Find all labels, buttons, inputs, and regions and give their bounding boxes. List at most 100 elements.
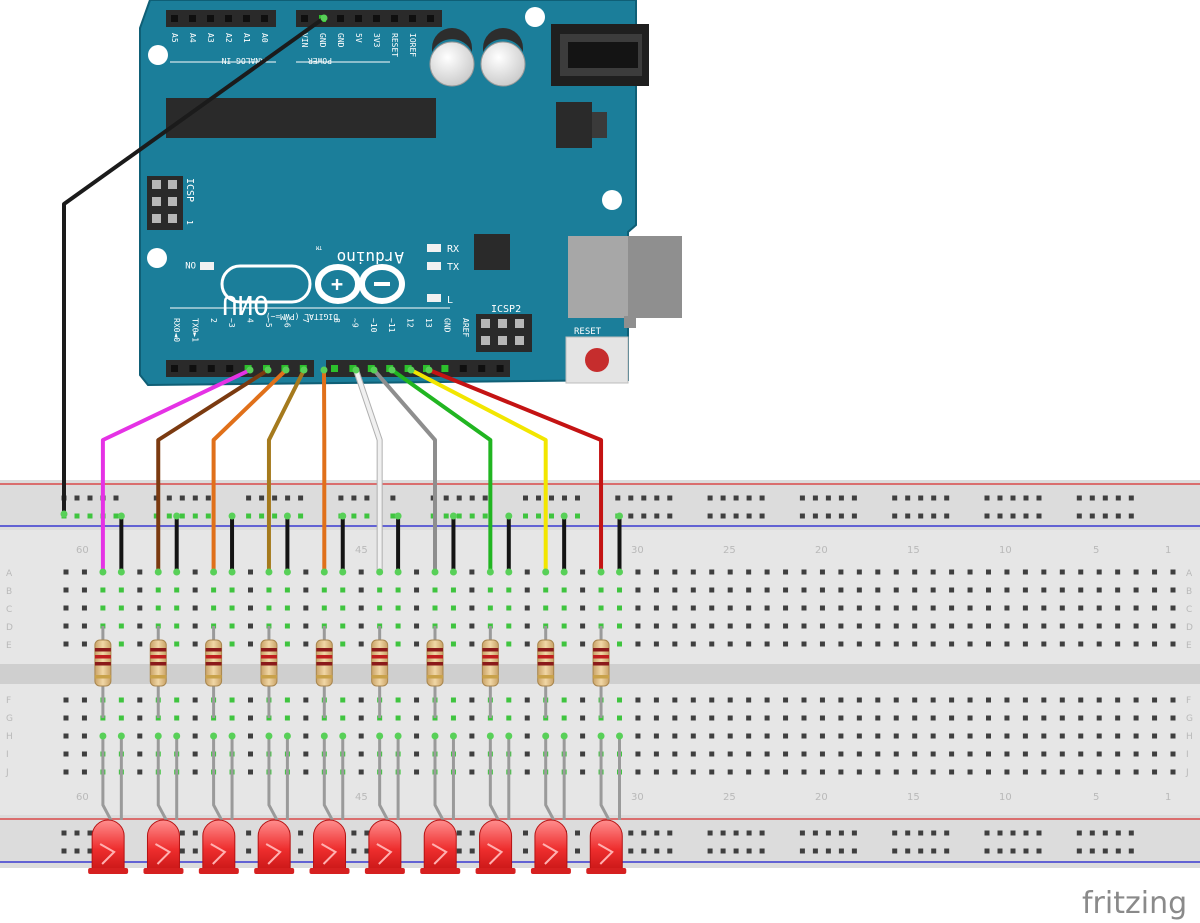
- breadboard-hole: [672, 623, 678, 629]
- header-hole: [331, 365, 338, 372]
- rail-hole: [759, 848, 765, 854]
- resistor-band: [427, 655, 443, 659]
- digital-pin-label: ~10: [369, 318, 378, 333]
- breadboard-hole: [358, 715, 364, 721]
- rail-hole: [298, 495, 304, 501]
- resistor-band: [260, 675, 277, 679]
- uno-badge: [220, 264, 312, 304]
- reset-button[interactable]: RESET: [565, 327, 629, 384]
- breadboard-hole: [1078, 751, 1084, 757]
- rail-hole: [944, 848, 950, 854]
- rail-hole: [905, 495, 911, 501]
- led-leg-end: [431, 732, 439, 740]
- rail-hole: [192, 495, 198, 501]
- rail-hole: [720, 848, 726, 854]
- wire-end: [394, 568, 402, 576]
- breadboard-hole: [506, 587, 512, 593]
- breadboard-hole: [727, 769, 733, 775]
- breadboard-hole: [801, 587, 807, 593]
- breadboard-hole: [303, 697, 309, 703]
- breadboard-hole: [155, 587, 161, 593]
- breadboard-hole: [949, 697, 955, 703]
- rail-hole: [812, 848, 818, 854]
- header-hole: [459, 365, 467, 372]
- breadboard-hole: [1022, 769, 1028, 775]
- rail-hole: [1076, 848, 1082, 854]
- breadboard-hole: [690, 623, 696, 629]
- rail-hole: [469, 830, 475, 836]
- rail-hole: [931, 848, 937, 854]
- on-led: [200, 262, 214, 270]
- breadboard-hole: [340, 697, 346, 703]
- wire-end: [449, 568, 457, 576]
- rail-hole: [733, 513, 739, 519]
- reset-button-cap[interactable]: [585, 348, 609, 372]
- breadboard-hole: [819, 623, 825, 629]
- mount-hole: [525, 7, 545, 27]
- rail-hole: [892, 830, 898, 836]
- rail-hole: [259, 495, 265, 501]
- red-led: [146, 819, 180, 874]
- breadboard-hole: [986, 569, 991, 575]
- breadboard-hole: [635, 623, 641, 629]
- resistor-band: [150, 648, 167, 652]
- wire-end: [339, 512, 347, 520]
- breadboard-hole: [727, 715, 733, 721]
- pin-label-a4: A4: [188, 33, 197, 43]
- rail-hole: [654, 495, 660, 501]
- resistor-band: [371, 662, 388, 666]
- icsp2-pins: [481, 319, 524, 345]
- breadboard-hole: [783, 605, 789, 611]
- resistor-band: [316, 655, 333, 659]
- breadboard-hole: [801, 641, 807, 647]
- resistor-band: [537, 655, 554, 659]
- resistor-band: [150, 675, 167, 679]
- breadboard-hole: [229, 587, 235, 593]
- breadboard-hole: [617, 605, 622, 611]
- rail-hole: [205, 513, 211, 519]
- breadboard-hole: [949, 715, 955, 721]
- red-led: [313, 819, 347, 874]
- breadboard-hole: [930, 623, 936, 629]
- red-led: [91, 819, 125, 874]
- breadboard-hole: [1152, 715, 1158, 721]
- breadboard-hole: [211, 605, 217, 611]
- breadboard-hole: [783, 751, 789, 757]
- breadboard-hole: [1096, 751, 1102, 757]
- breadboard-hole: [635, 569, 641, 575]
- rail-hole: [628, 848, 634, 854]
- breadboard-hole: [1115, 697, 1121, 703]
- breadboard-hole: [783, 569, 789, 575]
- resistor-band: [94, 662, 111, 666]
- resistor-band: [593, 655, 610, 659]
- breadboard-hole: [856, 569, 862, 575]
- col-num: 20: [815, 545, 828, 556]
- breadboard-hole: [1096, 733, 1102, 739]
- header-hole: [478, 365, 486, 372]
- rail-hole: [298, 848, 304, 854]
- breadboard-hole: [395, 641, 401, 647]
- breadboard-hole: [764, 769, 770, 775]
- rail-hole: [575, 830, 580, 836]
- breadboard-hole: [1115, 569, 1121, 575]
- led-reflection: [542, 843, 559, 865]
- rail-hole: [575, 848, 580, 854]
- breadboard-hole: [967, 751, 973, 757]
- breadboard-hole: [1022, 715, 1028, 721]
- rail-hole: [179, 848, 185, 854]
- digital-pin-label: 4: [246, 318, 255, 323]
- breadboard-hole: [1133, 569, 1139, 575]
- led-reflection: [265, 843, 282, 865]
- breadboard-hole: [617, 623, 622, 629]
- breadboard-hole: [1115, 751, 1121, 757]
- resistor-band: [427, 675, 443, 679]
- led-leg-end: [376, 732, 384, 740]
- breadboard-hole: [63, 715, 69, 721]
- rail-hole: [759, 495, 765, 501]
- breadboard-hole: [949, 733, 955, 739]
- breadboard-hole: [414, 605, 420, 611]
- l-label: L: [447, 295, 453, 306]
- breadboard-hole: [137, 605, 143, 611]
- breadboard-hole: [893, 751, 899, 757]
- breadboard-hole: [137, 697, 143, 703]
